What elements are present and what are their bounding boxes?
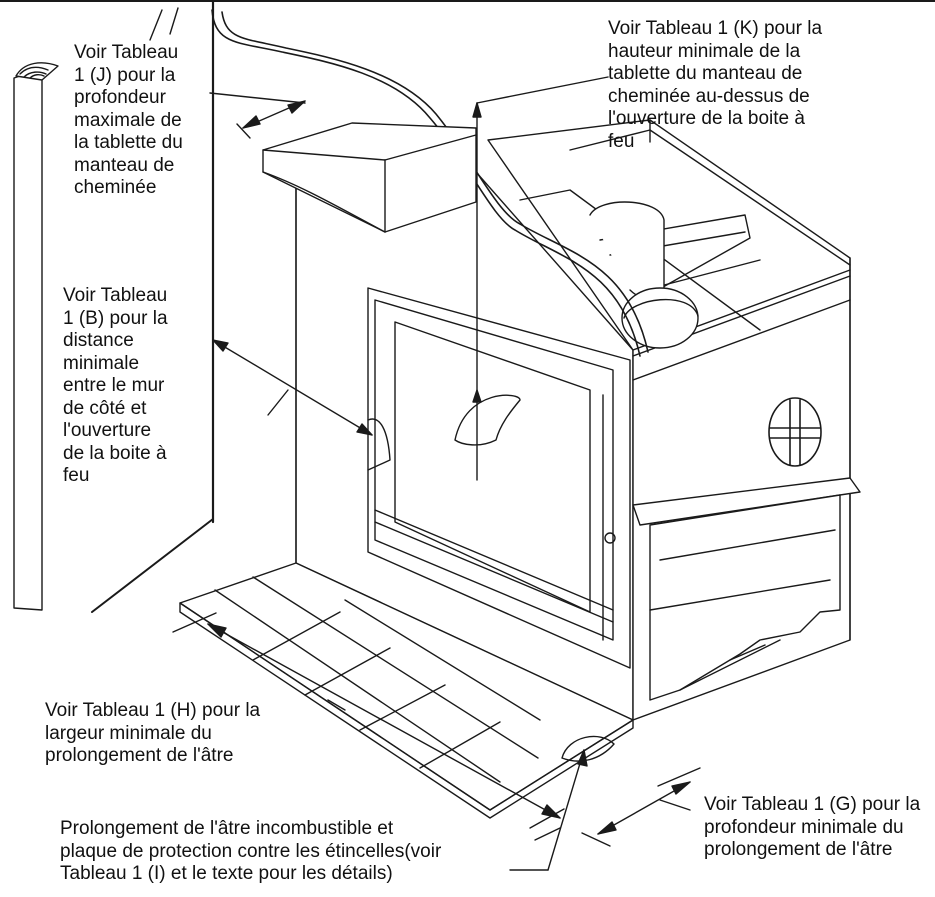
dimension-mantel-height (473, 77, 608, 480)
label-hearth-width: Voir Tableau 1 (H) pour la largeur minim… (45, 700, 261, 766)
side-wall-board (14, 63, 58, 610)
corner-wall-base (92, 519, 213, 612)
leader-hearth-protection (510, 750, 587, 870)
firebox-door (368, 288, 630, 668)
wall-break-top (150, 8, 178, 40)
label-side-wall-distance: Voir Tableau 1 (B) pour la distance mini… (63, 285, 168, 486)
dimension-mantel-depth (210, 93, 305, 138)
mantel-shelf (263, 123, 476, 232)
dimension-side-wall (213, 340, 372, 435)
gas-line (212, 10, 640, 356)
fireplace-unit (488, 120, 860, 720)
label-hearth-depth: Voir Tableau 1 (G) pour la profondeur mi… (704, 794, 921, 860)
label-hearth-protection: Prolongement de l'âtre incombustible et … (60, 818, 442, 884)
brand-logo-icon (769, 398, 821, 466)
label-mantel-depth: Voir Tableau 1 (J) pour la profondeur ma… (74, 42, 183, 198)
label-mantel-height: Voir Tableau 1 (K) pour la hauteur minim… (608, 18, 823, 152)
dimension-hearth-width (173, 613, 564, 840)
hearth-extension (180, 563, 633, 818)
dimension-hearth-depth (582, 768, 700, 846)
